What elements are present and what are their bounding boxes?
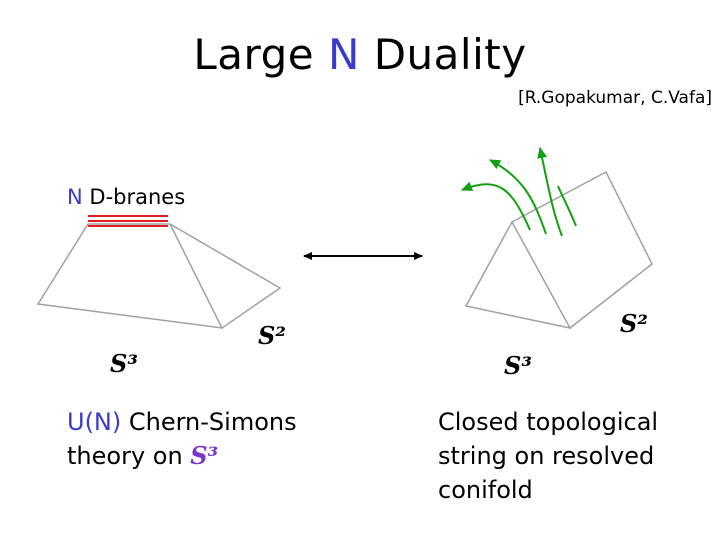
caption-left-accent: U(N) xyxy=(67,408,122,436)
right-s2-label: S² xyxy=(620,309,648,338)
d-branes-label: N D-branes xyxy=(67,185,185,209)
left-s2-label: S² xyxy=(258,321,286,350)
title-accent: N xyxy=(327,30,360,79)
left-frustum xyxy=(36,223,282,329)
right-cone xyxy=(464,170,653,330)
citation: [R.Gopakumar, C.Vafa] xyxy=(518,88,712,108)
caption-right-line1: Closed topological xyxy=(438,408,659,436)
caption-right: Closed topological string on resolved co… xyxy=(438,405,718,507)
caption-left-line2-text: theory on xyxy=(67,442,191,470)
caption-left: U(N) Chern-Simons theory on S³ xyxy=(67,405,367,473)
slide-title: Large N Duality xyxy=(0,30,720,79)
caption-left-line1: U(N) Chern-Simons xyxy=(67,405,367,439)
d-branes-label-text: D-branes xyxy=(82,185,186,209)
d-branes-label-accent: N xyxy=(67,185,83,209)
caption-right-line2: string on resolved xyxy=(438,442,655,470)
d-branes-lines xyxy=(88,215,168,227)
caption-right-line3: conifold xyxy=(438,476,533,504)
caption-left-line1-rest: Chern-Simons xyxy=(121,408,297,436)
caption-left-line2: theory on S³ xyxy=(67,439,367,473)
right-s3-label: S³ xyxy=(504,351,532,380)
closed-string-arrows xyxy=(461,147,577,237)
caption-left-math: S³ xyxy=(190,441,219,470)
title-prefix: Large xyxy=(193,30,328,79)
left-s3-label: S³ xyxy=(110,349,138,378)
title-suffix: Duality xyxy=(359,30,527,79)
